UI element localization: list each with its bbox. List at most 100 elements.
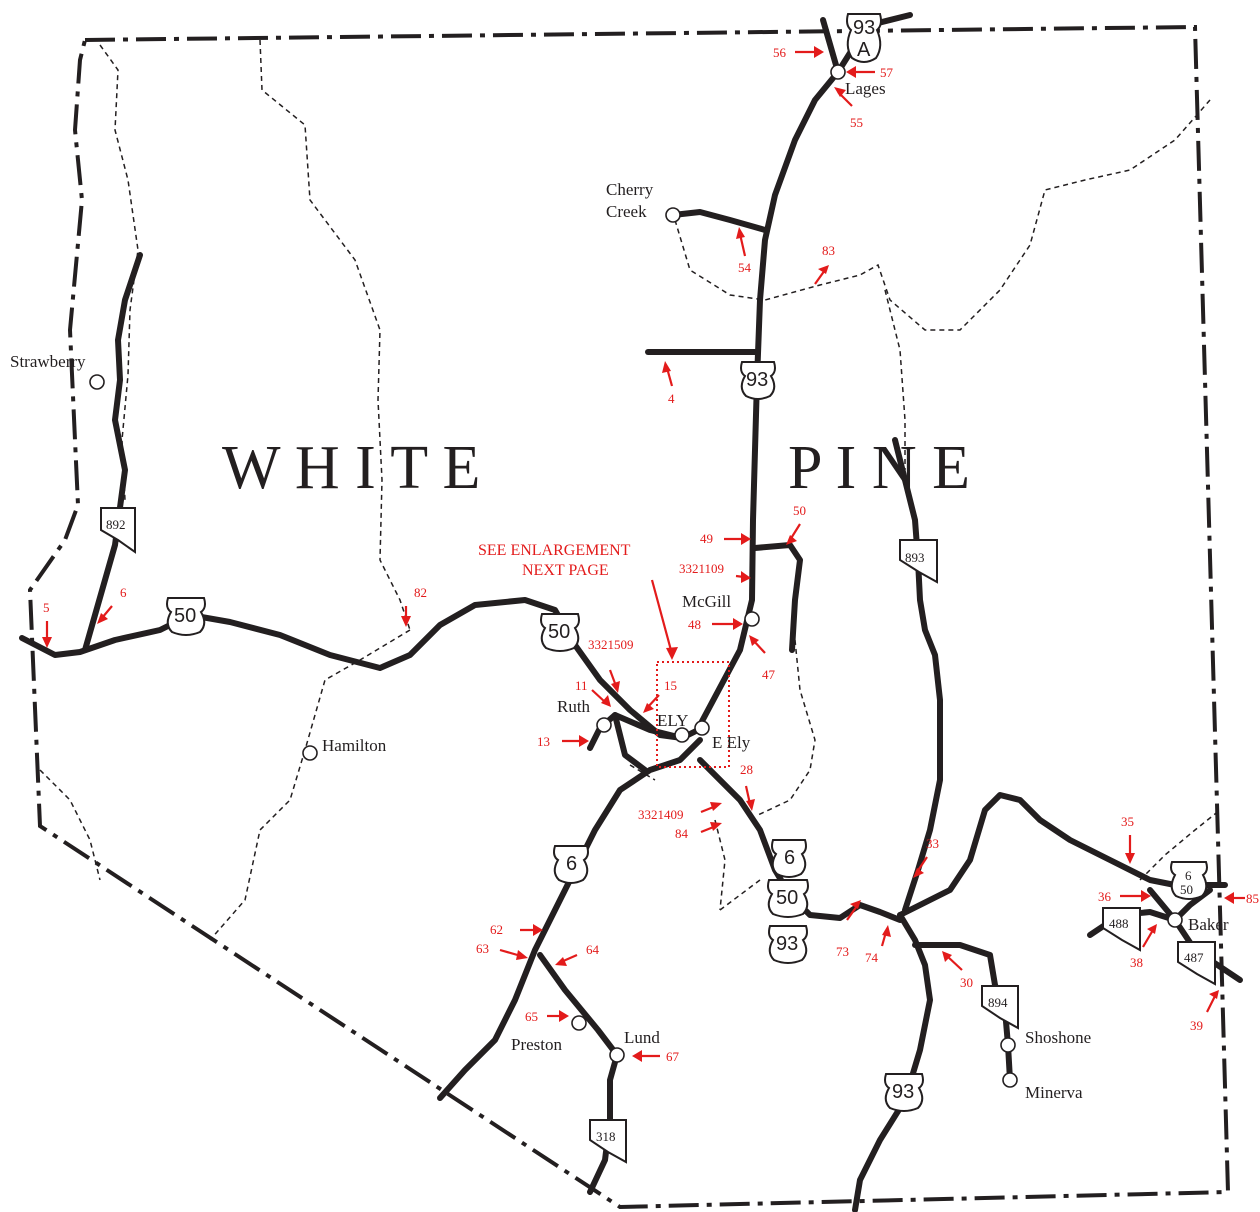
sr488-number: 488 — [1109, 916, 1129, 931]
marker-3321109: 3321109 — [679, 561, 724, 576]
marker-73: 73 — [836, 944, 849, 959]
marker-67: 67 — [666, 1049, 680, 1064]
marker-56: 56 — [773, 45, 787, 60]
marker-3321509: 3321509 — [588, 637, 634, 652]
sr893-number: 893 — [905, 550, 925, 565]
marker-54: 54 — [738, 260, 752, 275]
town-marker-mcgill — [744, 611, 760, 627]
marker-65: 65 — [525, 1009, 538, 1024]
sr894-shield — [981, 985, 1019, 1030]
county-boundary — [27, 24, 1231, 1210]
town-label-mcgill: McGill — [682, 592, 731, 611]
marker-4: 4 — [668, 391, 675, 406]
minor-roads — [39, 39, 1221, 941]
us6-south-shield — [553, 845, 589, 884]
marker-47: 47 — [762, 667, 776, 682]
town-marker-cherry-creek — [665, 207, 681, 223]
us93-north-number: 93 — [746, 369, 768, 391]
marker-74: 74 — [865, 950, 879, 965]
town-marker-minerva — [1002, 1072, 1018, 1088]
marker-3321409: 3321409 — [638, 807, 684, 822]
us93-south-number: 93 — [892, 1081, 914, 1103]
town-marker-baker — [1167, 912, 1183, 928]
marker-84: 84 — [675, 826, 689, 841]
us50-central-number: 50 — [548, 621, 570, 643]
town-marker-shoshone — [1000, 1037, 1016, 1053]
town-label-lund: Lund — [624, 1028, 660, 1047]
sr487-number: 487 — [1184, 950, 1204, 965]
marker-50: 50 — [793, 503, 806, 518]
sr893-shield — [899, 539, 938, 584]
us93-south-shield — [884, 1073, 924, 1112]
marker-5: 5 — [43, 600, 50, 615]
us50-east-number: 50 — [776, 887, 798, 909]
us93-east-shield — [768, 925, 808, 964]
enlargement-note-line-2: NEXT PAGE — [522, 562, 609, 579]
sr894-number: 894 — [988, 995, 1008, 1010]
marker-82: 82 — [414, 585, 427, 600]
sr488-shield — [1102, 907, 1141, 952]
us50-west-number: 50 — [174, 605, 196, 627]
enlargement-box — [656, 661, 730, 768]
marker-28: 28 — [740, 762, 753, 777]
marker-63: 63 — [476, 941, 489, 956]
us50-baker-number: 50 — [1180, 882, 1193, 897]
marker-48: 48 — [688, 617, 701, 632]
us50-east-shield — [767, 879, 809, 918]
marker-39: 39 — [1190, 1018, 1203, 1033]
us93a-shield-number: 93 — [853, 17, 875, 39]
town-marker-strawberry — [89, 374, 105, 390]
us6-50-baker-shield — [1170, 861, 1208, 900]
marker-83: 83 — [822, 243, 835, 258]
enlargement-note-line-1: SEE ENLARGEMENT — [478, 542, 631, 559]
sr318-shield — [589, 1119, 627, 1164]
us6-south-number: 6 — [566, 853, 577, 875]
county-name-pine: P I N E — [788, 434, 970, 502]
town-label-preston: Preston — [511, 1035, 563, 1054]
marker-62: 62 — [490, 922, 503, 937]
us93-north-shield — [740, 361, 776, 400]
town-label-hamilton: Hamilton — [322, 736, 387, 755]
town-label-baker: Baker — [1188, 915, 1229, 934]
sr487-shield — [1177, 941, 1216, 986]
town-marker-ely — [674, 727, 690, 743]
us6-east-shield — [771, 839, 807, 878]
us50-west-shield — [166, 597, 206, 636]
us93a-shield — [846, 13, 882, 63]
us93a-shield-suffix: A — [857, 39, 871, 61]
town-label-ely: ELY — [657, 711, 688, 730]
sr318-number: 318 — [596, 1129, 616, 1144]
town-marker-preston — [571, 1015, 587, 1031]
state-shields: 892 893 894 318 488 487 — [100, 507, 1216, 1164]
marker-55: 55 — [850, 115, 863, 130]
marker-15: 15 — [664, 678, 677, 693]
town-marker-lages — [830, 64, 846, 80]
us50-central-shield — [540, 613, 580, 652]
marker-36: 36 — [1098, 889, 1112, 904]
town-label-minerva: Minerva — [1025, 1083, 1083, 1102]
marker-arrows — [42, 46, 1245, 1062]
sr892-shield — [100, 507, 136, 554]
us93-east-number: 93 — [776, 933, 798, 955]
us6-east-number: 6 — [784, 847, 795, 869]
marker-64: 64 — [586, 942, 600, 957]
us-shields: 93 A 93 50 50 6 6 50 93 93 6 50 — [166, 13, 1208, 1112]
town-marker-e-ely — [694, 720, 710, 736]
town-label-cherry-creek-1: Cherry — [606, 180, 654, 199]
town-label-strawberry: Strawberry — [10, 352, 86, 371]
town-label-cherry-creek-2: Creek — [606, 202, 647, 221]
marker-35: 35 — [1121, 814, 1134, 829]
town-label-shoshone: Shoshone — [1025, 1028, 1091, 1047]
marker-11: 11 — [575, 678, 588, 693]
towns: Strawberry Cherry Creek Lages McGill Rut… — [10, 64, 1229, 1102]
county-name-white: W H I T E — [222, 434, 480, 502]
town-label-e-ely: E Ely — [712, 733, 751, 752]
town-marker-lund — [609, 1047, 625, 1063]
enlargement-arrow — [650, 579, 674, 655]
marker-labels: 56 57 55 54 83 4 50 49 3321109 48 47 332… — [43, 45, 1259, 1064]
marker-13: 13 — [537, 734, 550, 749]
town-label-ruth: Ruth — [557, 697, 591, 716]
town-marker-hamilton — [302, 745, 318, 761]
marker-49: 49 — [700, 531, 713, 546]
